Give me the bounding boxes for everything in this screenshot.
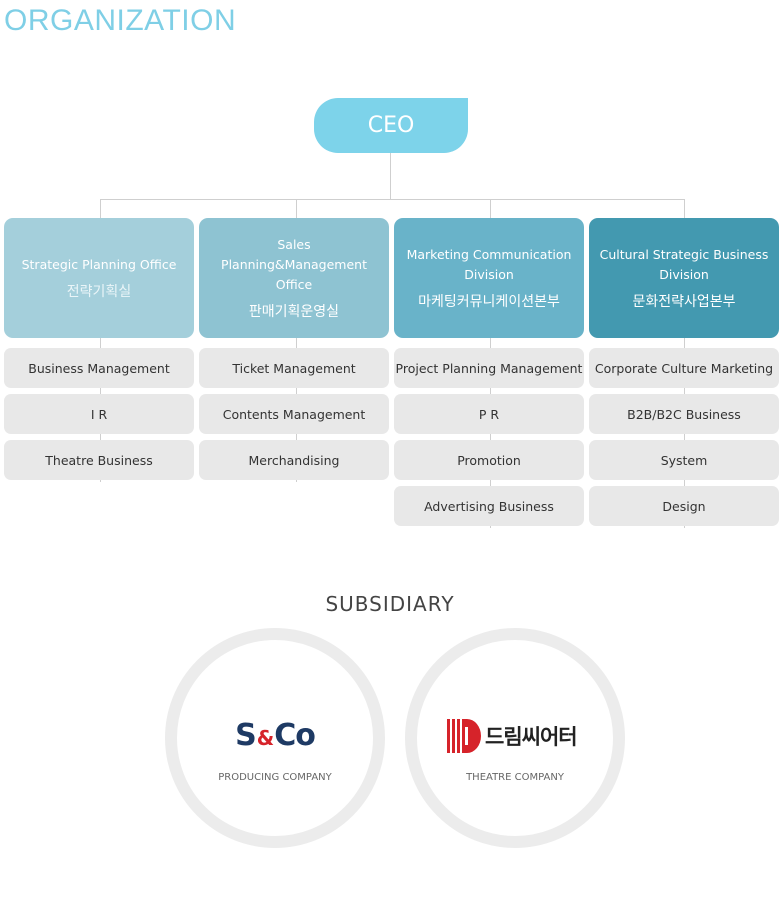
subsidiary-snc[interactable]: S&Co PRODUCING COMPANY xyxy=(165,628,385,848)
org-item: Promotion xyxy=(394,440,584,480)
org-item: Business Management xyxy=(4,348,194,388)
division-name-ko: 문화전략사업본부 xyxy=(632,294,736,310)
snc-logo-s: S xyxy=(235,718,257,753)
dream-theatre-logo-text: 드림씨어터 xyxy=(485,725,578,749)
division-name-en: Strategic Planning Office xyxy=(21,257,177,272)
org-item: Theatre Business xyxy=(4,440,194,480)
division-sales-planning: Sales Planning&Management Office 판매기획운영실 xyxy=(199,218,389,338)
division-name-en: Marketing Communication Division xyxy=(406,247,572,282)
org-item: Project Planning Management xyxy=(394,348,584,388)
page-title: ORGANIZATION xyxy=(4,4,237,37)
division-name-ko: 전략기획실 xyxy=(66,284,132,300)
snc-logo-co: Co xyxy=(274,718,316,753)
snc-logo: S&Co xyxy=(177,718,373,753)
connector-division-2 xyxy=(296,199,297,218)
division-strategic-planning: Strategic Planning Office 전략기획실 xyxy=(4,218,194,338)
snc-logo-ampersand: & xyxy=(256,726,274,750)
subsidiary-title: SUBSIDIARY xyxy=(325,592,455,616)
org-item: Ticket Management xyxy=(199,348,389,388)
division-name-en: Cultural Strategic Business Division xyxy=(599,247,769,282)
company-caption: PRODUCING COMPANY xyxy=(218,772,332,783)
division-name-en: Sales Planning&Management Office xyxy=(221,237,367,292)
company-caption: THEATRE COMPANY xyxy=(466,772,564,783)
org-item: I R xyxy=(4,394,194,434)
subsidiary-dream-theatre[interactable]: 드림씨어터 THEATRE COMPANY xyxy=(405,628,625,848)
division-name-ko: 판매기획운영실 xyxy=(248,304,340,320)
dream-theatre-mark-icon xyxy=(447,719,481,753)
org-item: System xyxy=(589,440,779,480)
org-item: Advertising Business xyxy=(394,486,584,526)
connector-ceo-down xyxy=(390,153,391,199)
org-item: Corporate Culture Marketing xyxy=(589,348,779,388)
connector-division-1 xyxy=(100,199,101,218)
connector-division-3 xyxy=(490,199,491,218)
org-item: B2B/B2C Business xyxy=(589,394,779,434)
division-cultural-strategic: Cultural Strategic Business Division 문화전… xyxy=(589,218,779,338)
connector-horizontal xyxy=(100,199,685,200)
ceo-box: CEO xyxy=(314,98,468,153)
org-item: Design xyxy=(589,486,779,526)
dream-theatre-logo: 드림씨어터 xyxy=(447,718,597,754)
connector-division-4 xyxy=(684,199,685,218)
org-item: P R xyxy=(394,394,584,434)
division-name-ko: 마케팅커뮤니케이션본부 xyxy=(418,294,560,310)
org-item: Contents Management xyxy=(199,394,389,434)
org-item: Merchandising xyxy=(199,440,389,480)
division-marketing-communication: Marketing Communication Division 마케팅커뮤니케… xyxy=(394,218,584,338)
